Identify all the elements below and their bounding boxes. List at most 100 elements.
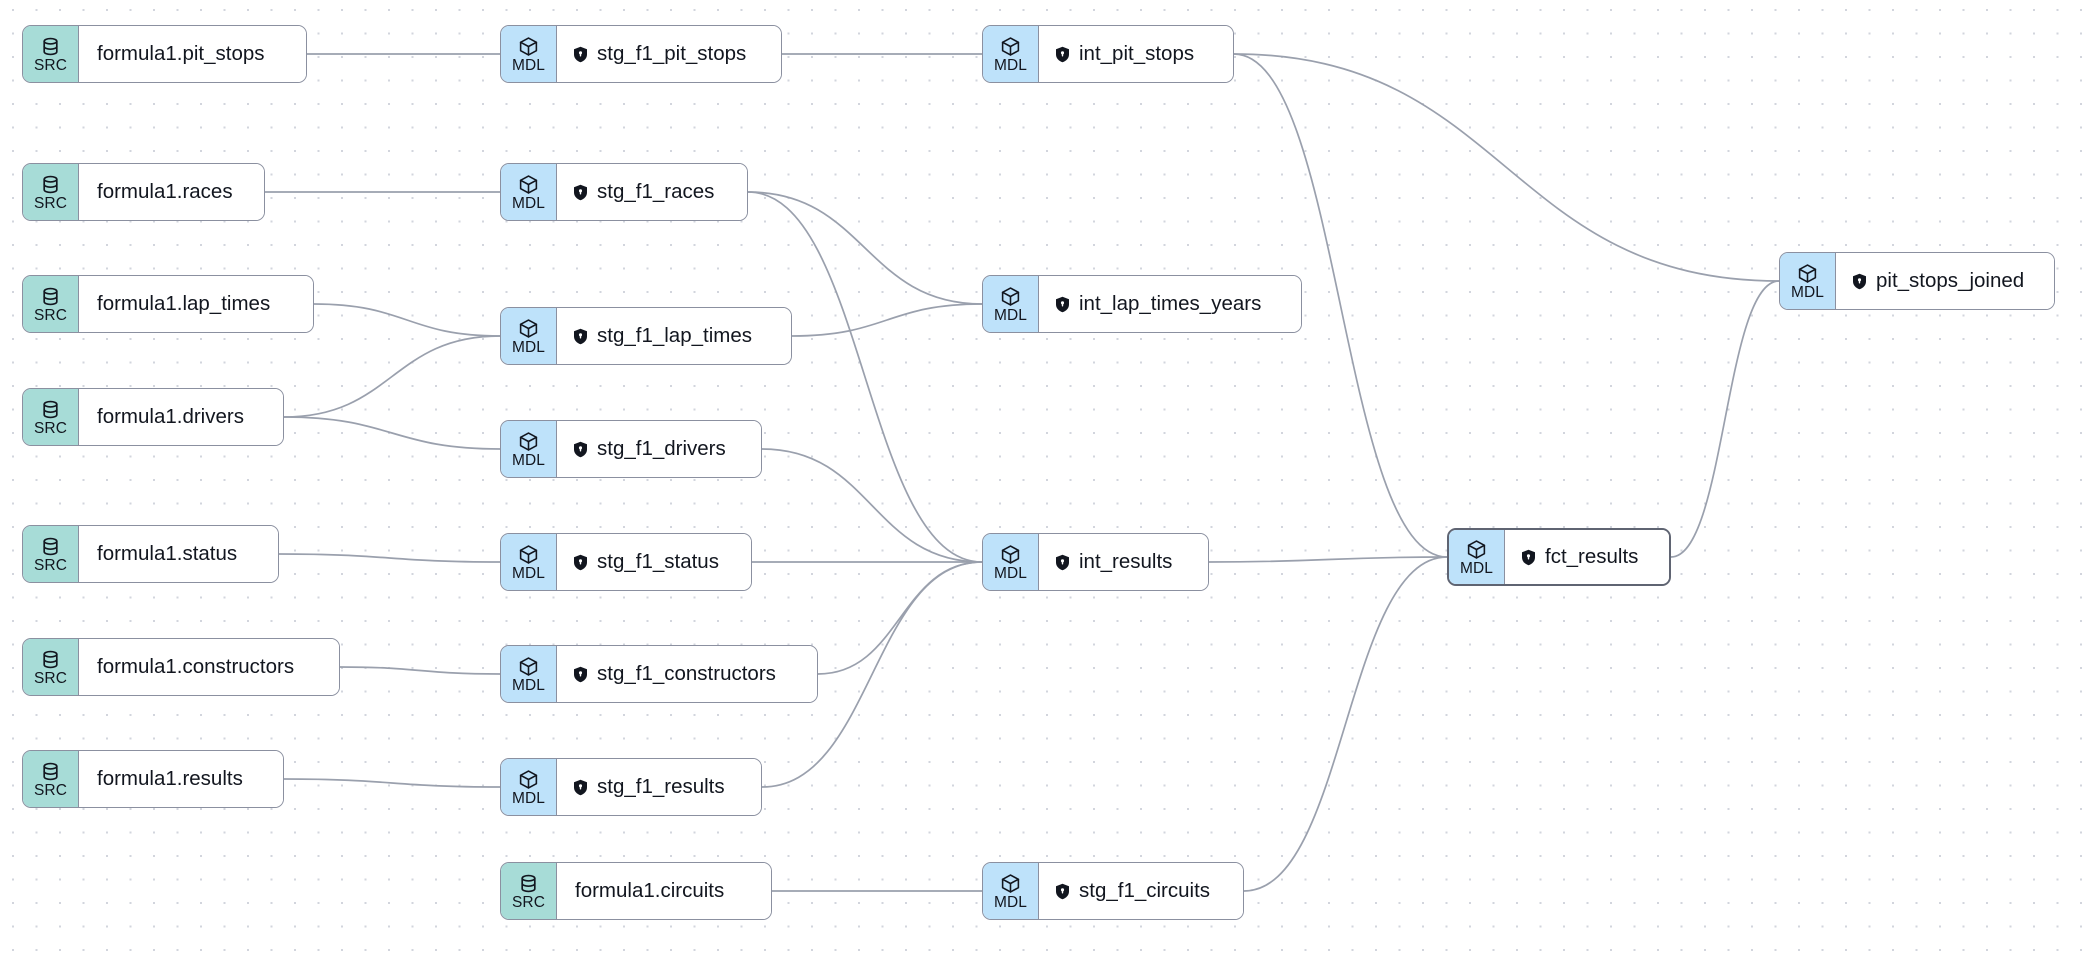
node-badge-label: MDL	[993, 57, 1028, 74]
node-body: int_lap_times_years	[1039, 276, 1301, 332]
node-label: formula1.circuits	[575, 878, 725, 902]
node-type-badge-src: SRC	[23, 526, 79, 582]
node-label: formula1.results	[97, 766, 243, 790]
graph-node-formula1_lap_times[interactable]: SRC formula1.lap_times	[22, 275, 314, 333]
node-body: formula1.races	[79, 164, 264, 220]
graph-node-int_pit_stops[interactable]: MDL int_pit_stops	[982, 25, 1234, 83]
node-body: formula1.constructors	[79, 639, 339, 695]
node-label: formula1.status	[97, 541, 238, 565]
cube-icon	[1000, 286, 1021, 307]
graph-node-stg_f1_pit_stops[interactable]: MDL stg_f1_pit_stops	[500, 25, 782, 83]
node-type-badge-src: SRC	[23, 639, 79, 695]
node-badge-label: MDL	[511, 565, 546, 582]
node-body: int_pit_stops	[1039, 26, 1233, 82]
graph-node-stg_f1_circuits[interactable]: MDL stg_f1_circuits	[982, 862, 1244, 920]
database-icon	[40, 286, 61, 307]
cube-icon	[518, 174, 539, 195]
database-icon	[40, 649, 61, 670]
graph-node-formula1_races[interactable]: SRC formula1.races	[22, 163, 265, 221]
graph-node-formula1_drivers[interactable]: SRC formula1.drivers	[22, 388, 284, 446]
cube-icon	[1466, 539, 1487, 560]
node-badge-label: MDL	[993, 565, 1028, 582]
graph-node-pit_stops_joined[interactable]: MDL pit_stops_joined	[1779, 252, 2055, 310]
cube-icon	[518, 318, 539, 339]
node-label: stg_f1_lap_times	[597, 323, 752, 347]
node-body: stg_f1_drivers	[557, 421, 761, 477]
node-badge-label: SRC	[33, 782, 68, 799]
cube-icon	[1000, 873, 1021, 894]
node-body: stg_f1_status	[557, 534, 751, 590]
graph-node-formula1_status[interactable]: SRC formula1.status	[22, 525, 279, 583]
graph-node-stg_f1_results[interactable]: MDL stg_f1_results	[500, 758, 762, 816]
graph-node-stg_f1_drivers[interactable]: MDL stg_f1_drivers	[500, 420, 762, 478]
shield-icon	[573, 46, 588, 63]
database-icon	[40, 761, 61, 782]
node-label: pit_stops_joined	[1876, 268, 2025, 292]
node-badge-label: SRC	[33, 195, 68, 212]
node-badge-label: MDL	[511, 57, 546, 74]
cube-icon	[518, 769, 539, 790]
node-type-badge-mdl: MDL	[1449, 530, 1505, 584]
node-body: stg_f1_races	[557, 164, 747, 220]
node-badge-label: MDL	[1790, 284, 1825, 301]
node-label: int_lap_times_years	[1079, 291, 1262, 315]
node-badge-label: SRC	[33, 670, 68, 687]
node-label: formula1.constructors	[97, 654, 295, 678]
graph-node-stg_f1_status[interactable]: MDL stg_f1_status	[500, 533, 752, 591]
graph-node-stg_f1_lap_times[interactable]: MDL stg_f1_lap_times	[500, 307, 792, 365]
shield-icon	[1055, 883, 1070, 900]
node-label: stg_f1_circuits	[1079, 878, 1211, 902]
edge-stg_f1_circuits-to-fct_results	[1243, 556, 1448, 892]
node-badge-label: MDL	[511, 452, 546, 469]
node-type-badge-mdl: MDL	[501, 646, 557, 702]
node-label: formula1.lap_times	[97, 291, 271, 315]
node-badge-label: MDL	[993, 894, 1028, 911]
node-body: formula1.results	[79, 751, 283, 807]
node-badge-label: SRC	[33, 307, 68, 324]
shield-icon	[573, 184, 588, 201]
shield-icon	[573, 441, 588, 458]
graph-node-formula1_results[interactable]: SRC formula1.results	[22, 750, 284, 808]
node-badge-label: SRC	[33, 420, 68, 437]
shield-icon	[1852, 273, 1867, 290]
graph-node-formula1_circuits[interactable]: SRC formula1.circuits	[500, 862, 772, 920]
cube-icon	[518, 656, 539, 677]
node-body: formula1.pit_stops	[79, 26, 306, 82]
node-type-badge-src: SRC	[23, 26, 79, 82]
cube-icon	[1797, 263, 1818, 284]
node-body: stg_f1_circuits	[1039, 863, 1243, 919]
node-label: stg_f1_status	[597, 549, 719, 573]
node-type-badge-src: SRC	[501, 863, 557, 919]
node-label: int_pit_stops	[1079, 41, 1195, 65]
shield-icon	[573, 779, 588, 796]
node-label: stg_f1_pit_stops	[597, 41, 747, 65]
node-body: formula1.lap_times	[79, 276, 313, 332]
shield-icon	[573, 328, 588, 345]
node-badge-label: MDL	[511, 339, 546, 356]
node-type-badge-mdl: MDL	[501, 759, 557, 815]
node-type-badge-mdl: MDL	[1780, 253, 1836, 309]
node-type-badge-mdl: MDL	[501, 534, 557, 590]
cube-icon	[1000, 544, 1021, 565]
node-badge-label: MDL	[511, 195, 546, 212]
shield-icon	[573, 666, 588, 683]
node-badge-label: MDL	[1459, 560, 1494, 577]
node-body: formula1.status	[79, 526, 278, 582]
shield-icon	[1521, 549, 1536, 566]
node-badge-label: MDL	[511, 790, 546, 807]
database-icon	[518, 873, 539, 894]
graph-node-formula1_constructors[interactable]: SRC formula1.constructors	[22, 638, 340, 696]
node-type-badge-mdl: MDL	[501, 421, 557, 477]
node-label: stg_f1_results	[597, 774, 725, 798]
node-label: formula1.drivers	[97, 404, 244, 428]
node-badge-label: SRC	[33, 557, 68, 574]
edge-int_results-to-fct_results	[1208, 556, 1448, 563]
graph-node-stg_f1_races[interactable]: MDL stg_f1_races	[500, 163, 748, 221]
